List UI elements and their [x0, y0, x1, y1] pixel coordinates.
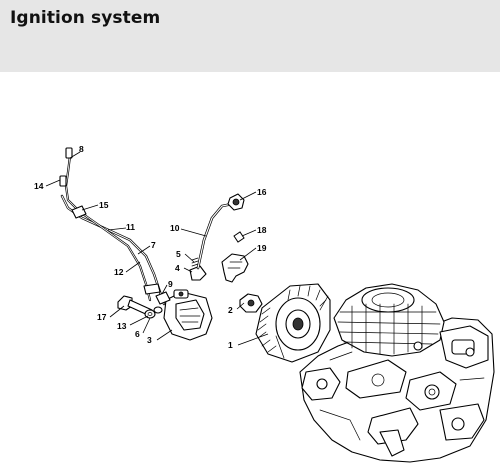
callout-9: 9	[168, 279, 173, 289]
ignition-module-part-3	[163, 289, 213, 341]
callout-11: 11	[126, 222, 135, 232]
ignition-lead-part-10	[196, 202, 234, 270]
leader-lines	[45, 151, 269, 346]
contact-spring-part-7	[143, 283, 161, 295]
callout-10: 10	[170, 223, 180, 233]
callout-12: 12	[114, 267, 124, 277]
callout-17: 17	[97, 312, 107, 322]
header-bar: Ignition system	[0, 0, 500, 72]
callout-5: 5	[176, 249, 181, 259]
page-title: Ignition system	[10, 8, 161, 28]
callout-1: 1	[228, 340, 233, 350]
callout-7: 7	[151, 240, 156, 250]
callout-16: 16	[257, 187, 267, 197]
callout-8: 8	[79, 144, 84, 154]
callout-6: 6	[135, 329, 140, 339]
spring-part-5	[191, 257, 199, 267]
callout-14: 14	[34, 181, 44, 191]
callout-3: 3	[147, 335, 152, 345]
callout-2: 2	[228, 305, 233, 315]
callout-18: 18	[257, 225, 267, 235]
flywheel-part-1	[255, 283, 331, 363]
spark-plug-boot-part-19	[221, 253, 249, 283]
sleeve-part-15	[71, 205, 87, 219]
callout-4: 4	[175, 263, 180, 273]
spring-washer-part-6	[153, 306, 163, 314]
callout-19: 19	[257, 243, 267, 253]
grommet-part-16	[227, 193, 245, 211]
callout-labels: 1 2 3 4 5 6 7 8 9 10 11 12 13 14 15 16 1…	[34, 144, 267, 350]
callout-13: 13	[117, 321, 127, 331]
ground-wire-part-12	[64, 154, 152, 302]
callout-15: 15	[99, 200, 109, 210]
clip-part-18	[233, 231, 245, 243]
engine-block	[299, 283, 495, 463]
wire-terminals-part-8	[59, 147, 73, 187]
nut-part-2	[239, 293, 263, 313]
